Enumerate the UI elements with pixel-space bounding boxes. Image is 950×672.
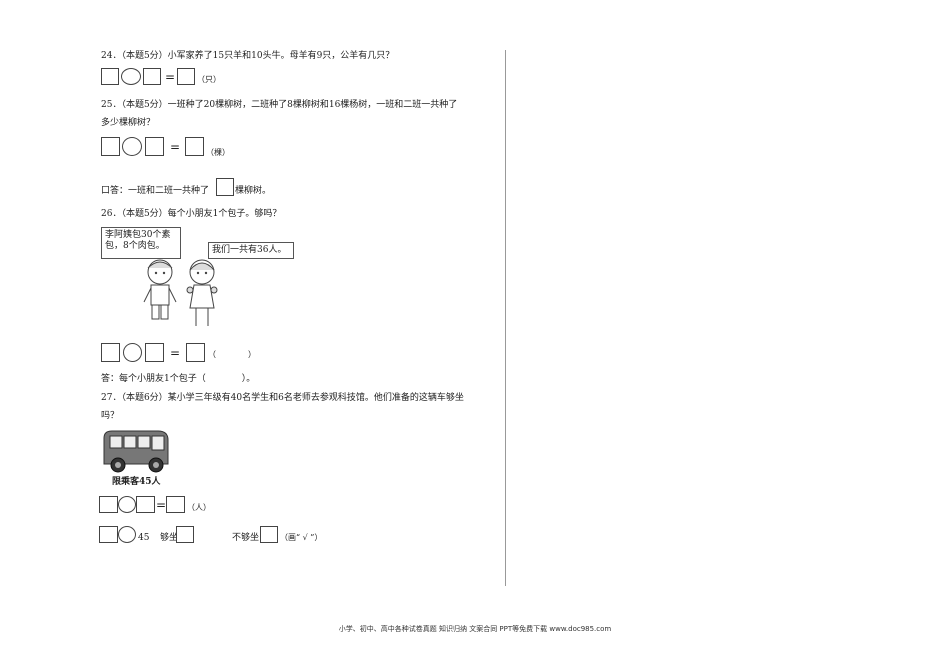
q26-equals-sign: =: [170, 346, 181, 360]
q27-not-enough-label: 不够坐: [232, 533, 260, 543]
q27-enough-label: 够坐: [160, 533, 179, 543]
q27-compare-value: 45: [138, 533, 150, 543]
column-divider: [505, 50, 506, 586]
q24-result-box[interactable]: [177, 68, 195, 85]
q27-check-hint: （画“ √ ”）: [280, 533, 323, 542]
q25-result-box[interactable]: [185, 137, 204, 156]
q25-answer-blank[interactable]: [216, 178, 234, 196]
q27-enough-checkbox[interactable]: [176, 526, 194, 543]
q24-operator-circle[interactable]: [121, 68, 141, 85]
q25-unit: （棵）: [206, 148, 230, 157]
q27-operator-circle-1[interactable]: [118, 496, 136, 513]
q26-answer-box-2[interactable]: [145, 343, 164, 362]
q27-answer-box-1[interactable]: [99, 496, 118, 513]
q24-answer-box-1[interactable]: [101, 68, 119, 85]
q27-compare-circle[interactable]: [118, 526, 136, 543]
q24-unit: （只）: [197, 75, 221, 84]
q25-equals-sign: =: [170, 140, 181, 154]
q25-answer-prefix: 口答：一班和二班一共种了: [101, 186, 210, 196]
bus-illustration: [103, 430, 169, 473]
children-illustration: [143, 259, 218, 326]
q24-equals-sign: =: [165, 70, 176, 84]
question-24-text: 24．（本题5分）小军家养了15只羊和10头牛。母羊有9只，公羊有几只？: [101, 51, 395, 61]
q27-equals-sign: =: [156, 498, 167, 512]
q27-not-enough-checkbox[interactable]: [260, 526, 278, 543]
speech-bubble-aunt: 李阿姨包30个素包，8个肉包。: [101, 227, 181, 259]
q26-operator-circle[interactable]: [123, 343, 142, 362]
q25-operator-circle[interactable]: [122, 137, 142, 156]
question-25-text-line2: 多少棵柳树？: [101, 118, 156, 128]
q25-answer-suffix: 棵柳树。: [235, 186, 272, 196]
q24-answer-box-2[interactable]: [143, 68, 161, 85]
q25-answer-box-2[interactable]: [145, 137, 164, 156]
bus-capacity-caption: 限乘客45人: [112, 477, 161, 487]
question-26-text: 26．（本题5分）每个小朋友1个包子。够吗？: [101, 209, 282, 219]
speech-bubble-children: 我们一共有36人。: [208, 242, 294, 259]
q27-compare-box[interactable]: [99, 526, 118, 543]
q26-answer-box-1[interactable]: [101, 343, 120, 362]
q27-answer-box-2[interactable]: [136, 496, 155, 513]
q26-answer: 答：每个小朋友1个包子（ ）。: [101, 374, 256, 384]
question-27-text-line1: 27．（本题6分）某小学三年级有40名学生和6名老师去参观科技馆。他们准备的这辆…: [101, 393, 464, 403]
page-footer: 小学、初中、高中各种试卷真题 知识归纳 文案合同 PPT等免费下载 www.do…: [338, 625, 612, 633]
q27-unit: （人）: [187, 503, 211, 512]
q25-answer-box-1[interactable]: [101, 137, 120, 156]
q26-result-box[interactable]: [186, 343, 205, 362]
question-27-text-line2: 吗？: [101, 411, 120, 421]
question-25-text-line1: 25．（本题5分）一班种了20棵柳树，二班种了8棵柳树和16棵杨树，一班和二班一…: [101, 100, 458, 110]
q27-result-box[interactable]: [166, 496, 185, 513]
q26-unit: （ ）: [208, 350, 256, 359]
